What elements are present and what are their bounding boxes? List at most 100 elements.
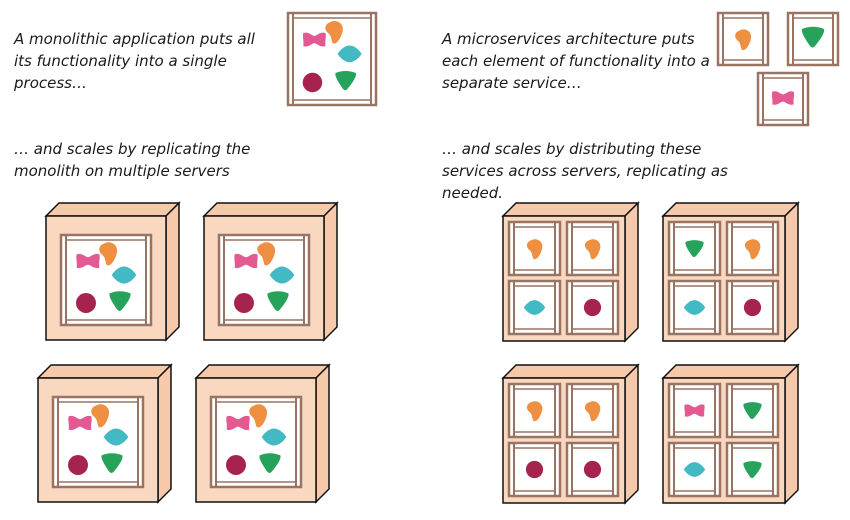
- green-triangle-icon: [685, 240, 704, 258]
- pink-bowtie-icon: [302, 32, 326, 47]
- maroon-circle-icon: [68, 455, 88, 475]
- green-triangle-icon: [335, 70, 357, 91]
- server-side: [157, 363, 172, 504]
- service-process: [507, 279, 562, 336]
- server-side: [323, 201, 338, 342]
- server-top: [194, 364, 331, 379]
- pink-bowtie-icon: [68, 415, 92, 431]
- frame-outer: [725, 382, 780, 439]
- microservice-server: [501, 363, 640, 505]
- teal-diamond-icon: [683, 300, 706, 315]
- green-triangle-icon: [743, 402, 762, 420]
- orange-blob-icon: [99, 242, 118, 266]
- service-process: [667, 279, 722, 336]
- server-side: [784, 363, 799, 505]
- server-top: [501, 364, 640, 379]
- monolith-process: [51, 395, 145, 489]
- monolith-server: [36, 363, 173, 504]
- pink-bowtie-icon: [76, 253, 100, 269]
- service-process: [667, 220, 722, 277]
- frame-outer: [507, 441, 562, 498]
- service-process: [565, 441, 620, 498]
- green-triangle-icon: [801, 26, 825, 48]
- server-top: [501, 202, 640, 217]
- service-process: [565, 220, 620, 277]
- orange-blob-icon: [526, 401, 543, 422]
- service-process: [507, 382, 562, 439]
- maroon-circle-icon: [302, 72, 323, 93]
- orange-blob-icon: [91, 404, 110, 428]
- teal-diamond-icon: [337, 45, 362, 63]
- maroon-circle-icon: [525, 460, 544, 479]
- teal-diamond-icon: [523, 300, 546, 315]
- monolith-server: [194, 363, 331, 504]
- server-top: [202, 202, 339, 217]
- service-process: [507, 220, 562, 277]
- monolith-server: [44, 201, 181, 342]
- monolith-caption: A monolithic application puts all its fu…: [14, 30, 255, 92]
- orange-blob-icon: [325, 20, 343, 44]
- orange-blob-icon: [584, 401, 601, 422]
- frame-outer: [507, 220, 562, 277]
- microservices-scaling-caption: … and scales by distributing these servi…: [442, 140, 728, 202]
- server-side: [624, 363, 639, 505]
- green-triangle-icon: [109, 291, 131, 311]
- service-process: [725, 220, 780, 277]
- orange-blob-icon: [584, 239, 601, 260]
- microservice-server: [501, 201, 640, 343]
- green-triangle-icon: [743, 461, 762, 479]
- server-top: [661, 202, 800, 217]
- frame-outer: [725, 441, 780, 498]
- service-pink: [756, 71, 810, 127]
- monolith-process: [286, 11, 378, 107]
- maroon-circle-icon: [234, 293, 254, 313]
- maroon-circle-icon: [743, 298, 762, 317]
- pink-bowtie-icon: [226, 415, 250, 431]
- orange-blob-icon: [744, 239, 761, 260]
- microservice-server: [661, 363, 800, 505]
- teal-diamond-icon: [111, 266, 137, 284]
- service-process: [565, 279, 620, 336]
- teal-diamond-icon: [261, 428, 287, 446]
- monolith-process: [217, 233, 311, 327]
- service-process: [725, 382, 780, 439]
- pink-bowtie-icon: [684, 404, 705, 417]
- server-top: [36, 364, 173, 379]
- green-triangle-icon: [259, 453, 281, 473]
- server-side: [784, 201, 799, 343]
- server-top: [661, 364, 800, 379]
- teal-diamond-icon: [683, 462, 706, 477]
- monolith-scaling-caption: … and scales by replicating the monolith…: [14, 140, 251, 180]
- orange-blob-icon: [257, 242, 276, 266]
- maroon-circle-icon: [76, 293, 96, 313]
- orange-blob-icon: [526, 239, 543, 260]
- service-green: [786, 11, 840, 67]
- monolith-process: [59, 233, 153, 327]
- microservice-server: [661, 201, 800, 343]
- maroon-circle-icon: [583, 460, 602, 479]
- teal-diamond-icon: [103, 428, 129, 446]
- monolith-process: [209, 395, 303, 489]
- green-triangle-icon: [267, 291, 289, 311]
- teal-diamond-icon: [269, 266, 295, 284]
- service-orange: [716, 11, 770, 67]
- service-process: [725, 441, 780, 498]
- pink-bowtie-icon: [771, 91, 795, 105]
- service-process: [725, 279, 780, 336]
- service-process: [667, 382, 722, 439]
- service-process: [565, 382, 620, 439]
- microservices-caption: A microservices architecture puts each e…: [442, 30, 710, 92]
- server-side: [624, 201, 639, 343]
- maroon-circle-icon: [226, 455, 246, 475]
- frame-outer: [667, 441, 722, 498]
- orange-blob-icon: [249, 404, 268, 428]
- server-side: [315, 363, 330, 504]
- monolith-server: [202, 201, 339, 342]
- server-top: [44, 202, 181, 217]
- orange-blob-icon: [735, 29, 752, 51]
- maroon-circle-icon: [583, 298, 602, 317]
- service-process: [667, 441, 722, 498]
- green-triangle-icon: [101, 453, 123, 473]
- service-process: [507, 441, 562, 498]
